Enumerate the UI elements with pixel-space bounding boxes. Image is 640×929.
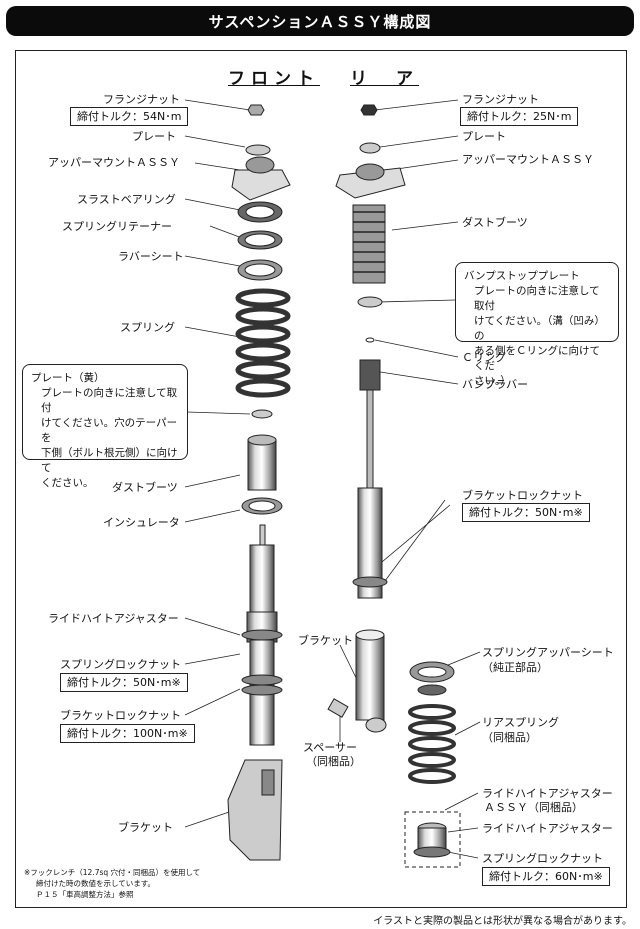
front-rubber-seat-label: ラバーシート (118, 250, 184, 263)
rear-spacer-note: （同梱品） (306, 755, 361, 768)
front-section-title: フロント (228, 69, 320, 89)
rear-spring-lock-nut-torque: 締付トルク：60N･m※ (482, 867, 610, 886)
bump-stop-note-line: けてください。（溝（凹み）の (474, 315, 605, 342)
rear-spring-label: リアスプリング (482, 716, 559, 729)
rear-bracket-label: ブラケット (298, 634, 353, 647)
front-upper-mount-label: アッパーマウントＡＳＳＹ (48, 156, 180, 169)
front-bracket-lock-nut-label: ブラケットロックナット (60, 709, 181, 722)
rear-ride-height-assy-label: ライドハイトアジャスター (482, 787, 613, 800)
rear-spring-lock-nut-label: スプリングロックナット (482, 852, 603, 865)
front-plate-note-line: 下側（ボルト根元側）に向けて (41, 447, 178, 474)
title-bar: サスペンションＡＳＳＹ構成図 (6, 6, 634, 36)
rear-bracket-lock-nut-label: ブラケットロックナット (462, 489, 583, 502)
bump-stop-note: バンプストッププレート プレートの向きに注意して取付 けてください。（溝（凹み）… (455, 262, 619, 387)
front-flange-nut-torque: 締付トルク：54N･m (70, 107, 189, 126)
bump-stop-note-title: バンプストッププレート (464, 270, 580, 282)
front-bracket-lock-nut-torque: 締付トルク：100N･m※ (60, 724, 195, 743)
front-flange-nut-label: フランジナット (103, 93, 180, 106)
rear-section-title: リ ア (350, 69, 419, 89)
rear-flange-nut-torque: 締付トルク：25N･m (460, 107, 579, 126)
bump-stop-note-line: プレートの向きに注意して取付 (474, 285, 600, 312)
front-thrust-bearing-label: スラストベアリング (77, 193, 176, 206)
rear-plate-label: プレート (462, 130, 506, 143)
rear-ride-height-adjuster-label: ライドハイトアジャスター (482, 822, 613, 835)
rear-bump-rubber-label: バンプラバー (462, 378, 529, 391)
diagram-frame (15, 50, 627, 908)
footnote-line: ※フックレンチ（12.7sq 穴付・同梱品）を使用して (24, 868, 201, 877)
rear-ride-height-assy-note: ＡＳＳＹ（同梱品） (484, 801, 583, 814)
rear-spacer-label: スペーサー (303, 741, 358, 754)
front-ride-height-adjuster-label: ライドハイトアジャスター (48, 612, 179, 625)
front-plate-note: プレート（黄） プレートの向きに注意して取付 けてください。穴のテーパーを 下側… (22, 364, 188, 489)
front-plate-note-line: ください。 (41, 477, 94, 489)
rear-c-ring-label: Ｃリング (462, 351, 506, 364)
front-spring-lock-nut-torque: 締付トルク：50N･m※ (60, 673, 188, 692)
page-title: サスペンションＡＳＳＹ構成図 (208, 12, 432, 31)
bump-stop-note-line: ある側をＣリングに向けてくだ (474, 345, 600, 372)
rear-spring-upper-seat-label: スプリングアッパーシート (482, 646, 614, 659)
front-plate-note-line: プレートの向きに注意して取付 (41, 387, 178, 414)
front-plate-label: プレート (132, 130, 176, 143)
disclaimer-text: イラストと実際の製品とは形状が異なる場合があります。 (373, 916, 632, 927)
front-insulator-label: インシュレータ (103, 516, 180, 529)
rear-flange-nut-label: フランジナット (462, 93, 539, 106)
rear-spring-note: （同梱品） (482, 731, 537, 744)
footnote-line: Ｐ１５「車高調整方法」参照 (36, 890, 134, 899)
rear-bracket-lock-nut-torque: 締付トルク：50N･m※ (462, 503, 590, 522)
rear-upper-mount-label: アッパーマウントＡＳＳＹ (462, 153, 594, 166)
bump-stop-note-line: さい。） (474, 375, 511, 387)
front-spring-retainer-label: スプリングリテーナー (62, 220, 172, 233)
front-spring-label: スプリング (120, 321, 175, 334)
rear-dust-boot-label: ダストブーツ (462, 216, 528, 229)
front-bracket-label: ブラケット (118, 821, 173, 834)
front-dust-boot-label: ダストブーツ (112, 481, 178, 494)
front-plate-note-title: プレート（黄） (31, 372, 105, 384)
front-plate-note-line: けてください。穴のテーパーを (41, 417, 178, 444)
footnote-line: 締付けた時の数値を示しています。 (36, 879, 156, 888)
front-spring-lock-nut-label: スプリングロックナット (60, 658, 181, 671)
rear-spring-upper-seat-note: （純正部品） (482, 661, 548, 674)
